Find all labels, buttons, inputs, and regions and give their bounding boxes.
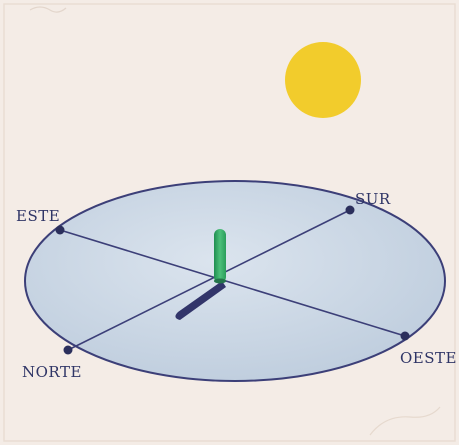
gnomon-stick bbox=[214, 229, 226, 283]
label-south: SUR bbox=[355, 190, 391, 208]
gnomon-base bbox=[214, 279, 226, 284]
label-north: NORTE bbox=[22, 363, 82, 381]
south-dot bbox=[346, 206, 355, 215]
sundial-disc bbox=[25, 181, 445, 381]
west-dot bbox=[401, 332, 410, 341]
label-east: ESTE bbox=[16, 207, 60, 225]
sun-circle bbox=[285, 42, 361, 118]
east-dot bbox=[56, 226, 65, 235]
north-dot bbox=[64, 346, 73, 355]
label-west: OESTE bbox=[400, 349, 457, 367]
